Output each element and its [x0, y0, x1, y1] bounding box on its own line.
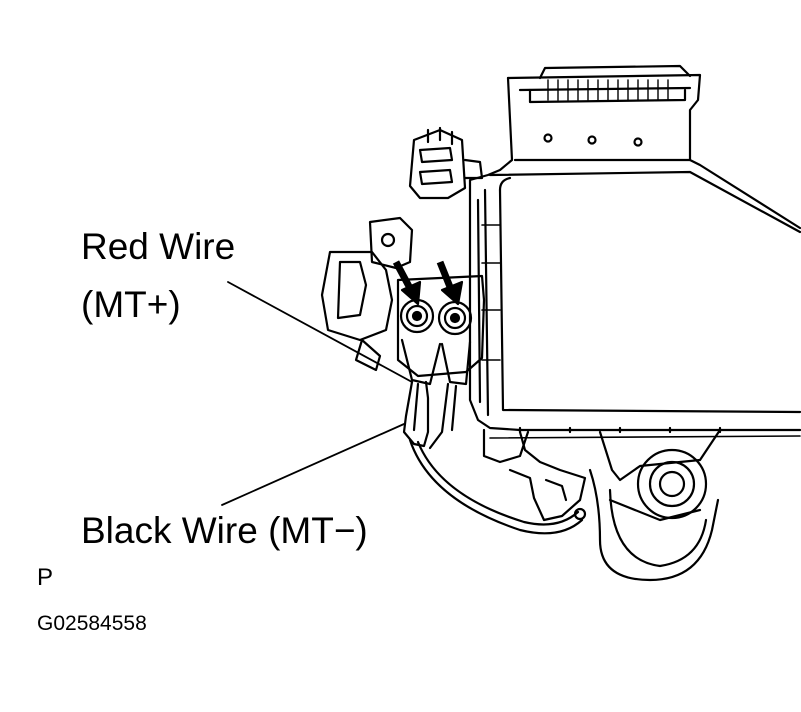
red-wire-leader [227, 281, 413, 383]
figure-code: G02584558 [37, 612, 147, 635]
red-wire-label: Red Wire [81, 226, 236, 267]
arrow-icons [392, 260, 464, 306]
black-wire-leader [221, 423, 405, 506]
red-wire-terminal-label: (MT+) [81, 284, 181, 325]
arrow-icon [436, 260, 464, 306]
red-wire [402, 380, 430, 448]
black-wire [408, 382, 587, 535]
view-letter: P [37, 564, 54, 591]
control-unit-housing [468, 64, 801, 432]
lower-mount [482, 426, 801, 582]
black-wire-label: Black Wire (MT−) [81, 510, 368, 551]
arrow-icon [392, 260, 422, 306]
upper-connector [408, 126, 484, 200]
